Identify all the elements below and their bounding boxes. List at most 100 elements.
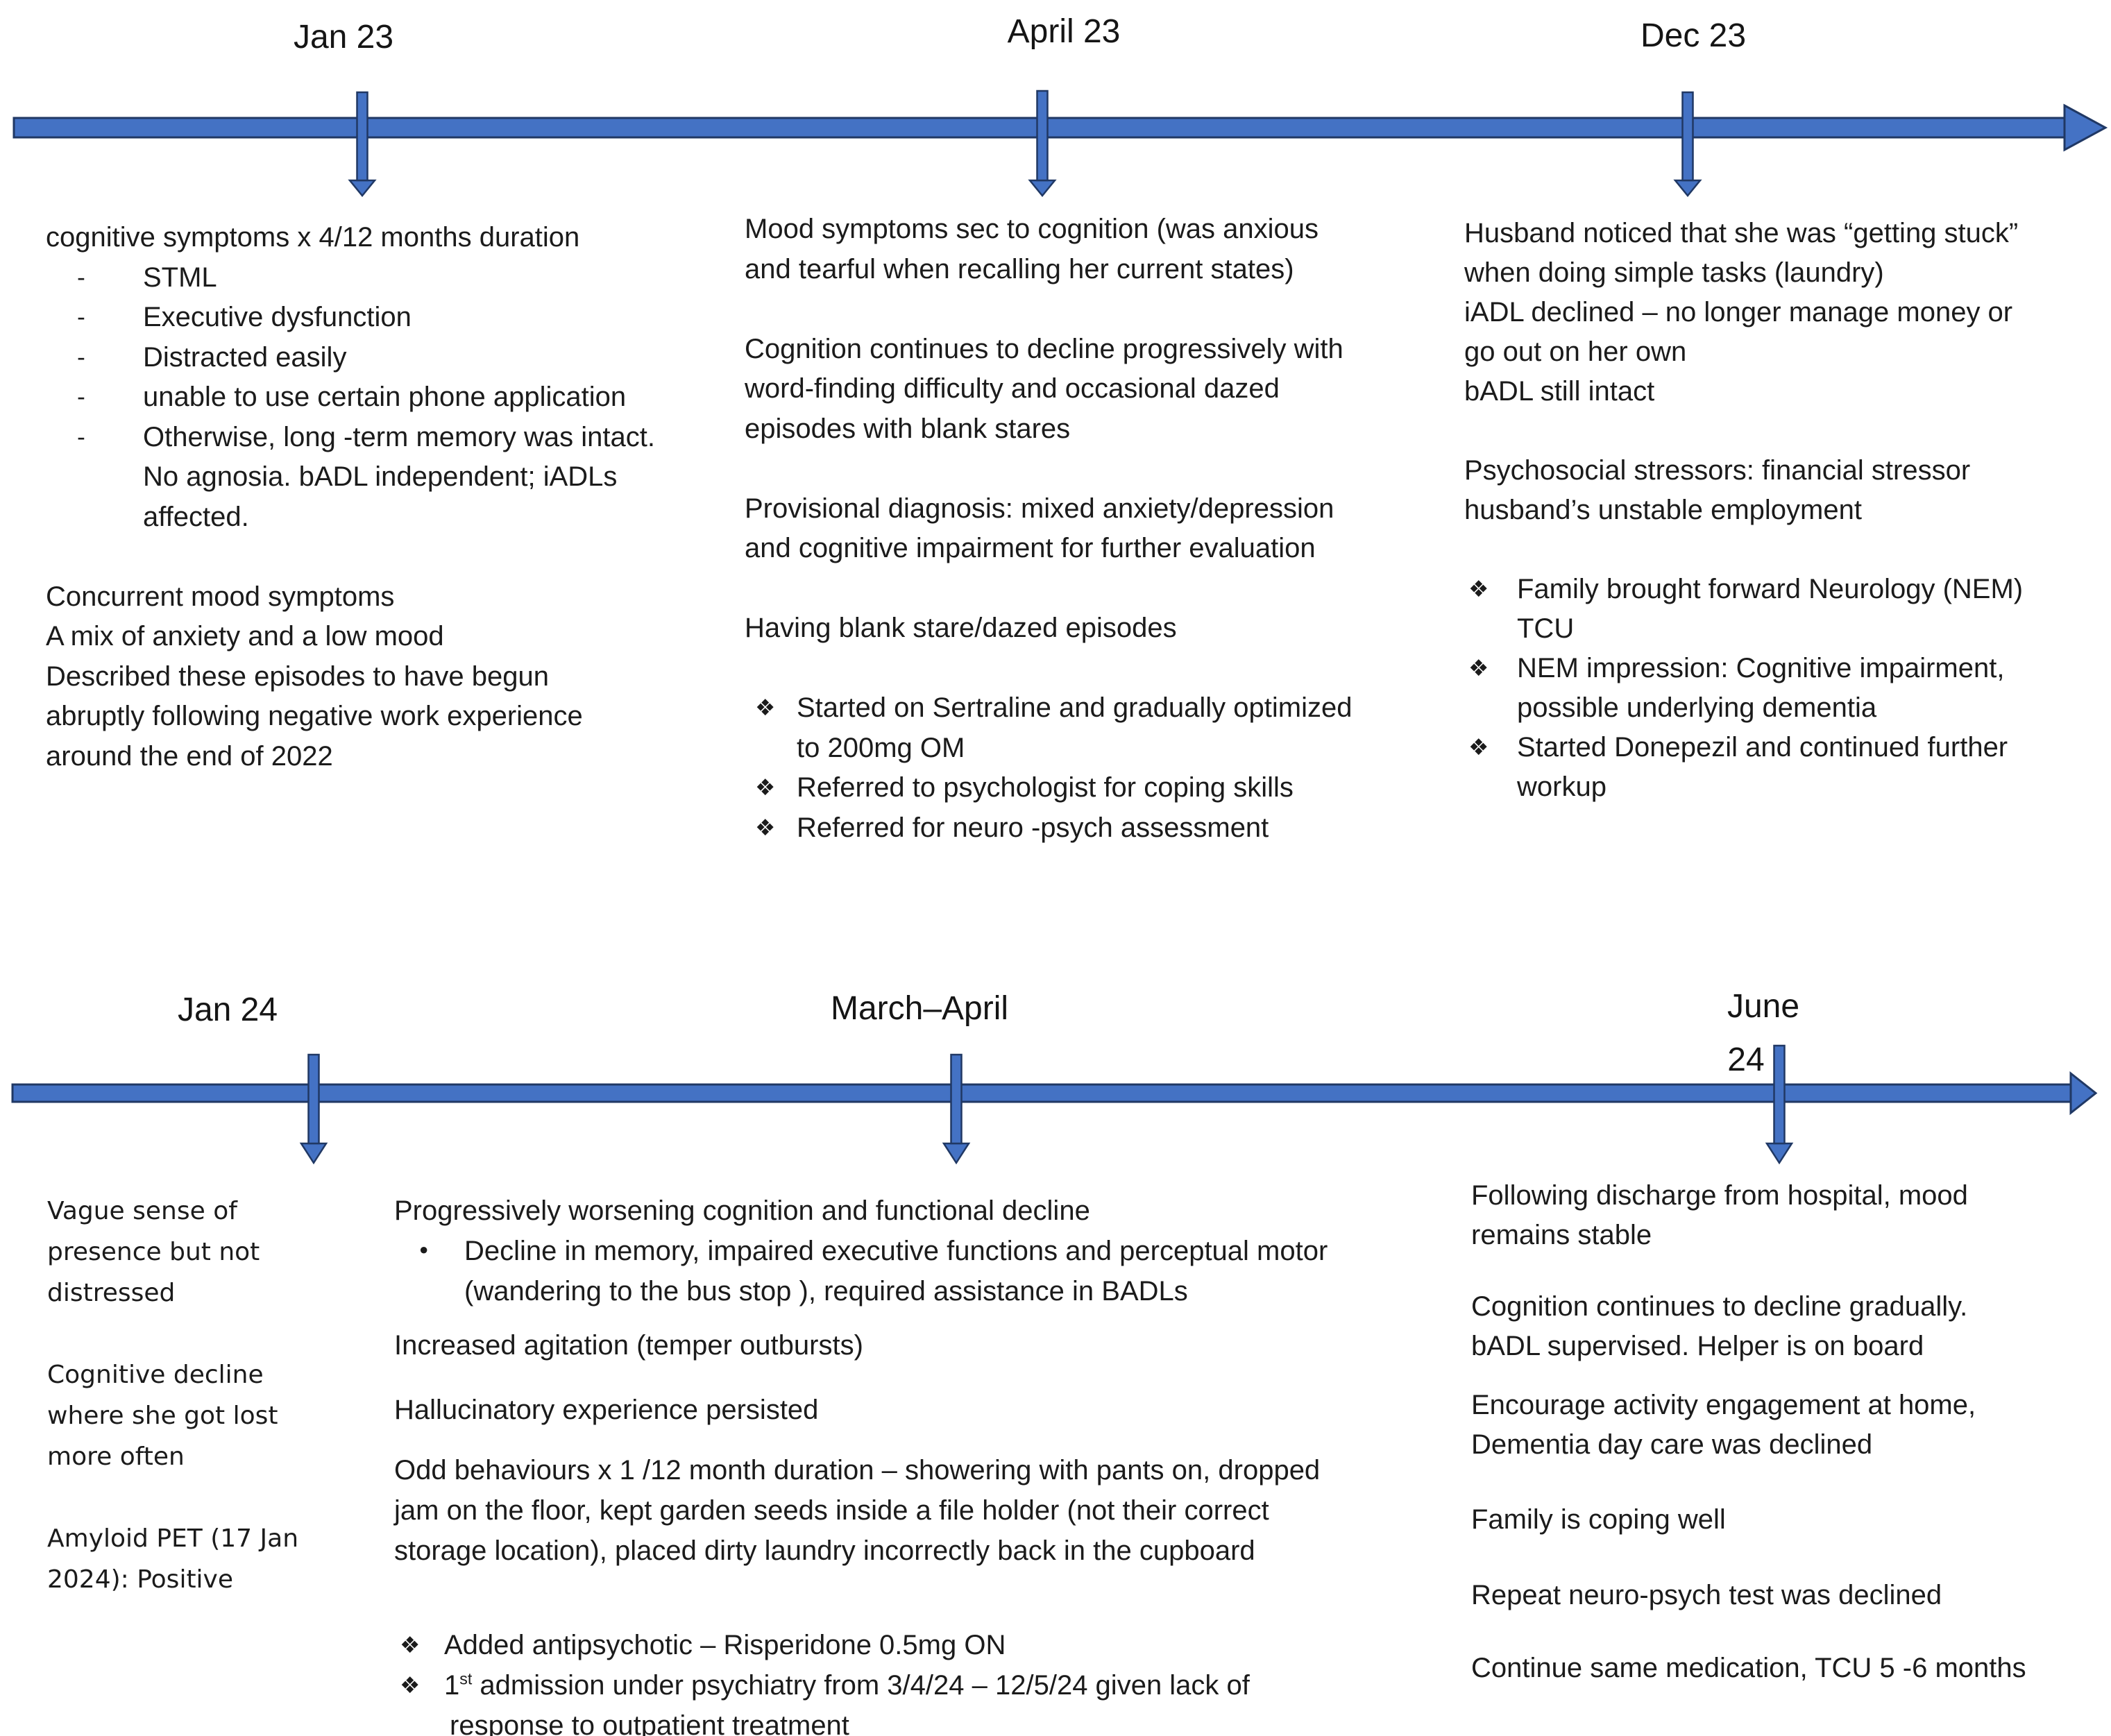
spacer-line [745,449,1352,489]
text-line-content: Cognition continues to decline gradually… [1471,1291,1968,1322]
text-line-content: Added antipsychotic – Risperidone 0.5mg … [444,1630,1006,1661]
text-line-content: iADL declined – no longer manage money o… [1464,297,2013,327]
tick-stem [1036,90,1049,182]
spacer-line [47,1313,298,1354]
text-line: ❖ Referred for neuro -psych assessment [745,808,1352,849]
text-line-content: (wandering to the bus stop ), required a… [464,1276,1188,1307]
text-line: storage location), placed dirty laundry … [394,1531,1328,1571]
spacer-line [394,1571,1328,1625]
text-line: cognitive symptoms x 4/12 months duratio… [46,218,655,258]
tick-marker-jan-24 [299,1053,328,1165]
timeline-date-label: June [1727,988,1800,1025]
text-line-content: Vague sense of [47,1197,237,1225]
timeline-date-label: Jan 23 [293,19,394,56]
text-line-content: Husband noticed that she was “getting st… [1464,218,2019,248]
tick-arrowhead-icon [1765,1142,1794,1165]
text-line: Cognition continues to decline progressi… [745,330,1352,370]
tick-stem [356,91,368,182]
text-line-content: Distracted easily [143,341,347,373]
spacer-line [1471,1615,2026,1649]
text-line: Following discharge from hospital, mood [1471,1176,2026,1216]
text-line: response to outpatient treatment [394,1705,1328,1736]
text-line: No agnosia. bADL independent; iADLs [46,457,655,497]
tick-stem [307,1053,320,1145]
text-line: ❖1st admission under psychiatry from 3/4… [394,1665,1328,1705]
text-line: remains stable [1471,1216,2026,1255]
text-line-content: unable to use certain phone application [143,382,627,412]
text-line-content: affected. [143,501,249,532]
text-line: Described these episodes to have begun [46,657,655,697]
timeline-date-label: April 23 [1007,13,1121,50]
bullet-icon: - [77,343,85,371]
tick-marker-april-23 [1028,90,1057,197]
text-line-content: bADL supervised. Helper is on board [1471,1330,1924,1361]
text-line-content: STML [143,262,217,293]
spacer-line [1464,530,2023,570]
text-line: around the end of 2022 [46,737,655,777]
text-line-content: Referred for neuro -psych assessment [797,812,1269,843]
text-line: A mix of anxiety and a low mood [46,617,655,657]
timeline-2023 [12,90,2108,197]
bullet-icon: ❖ [1468,734,1489,760]
bullet-icon: - [77,423,85,450]
text-line-content: Following discharge from hospital, mood [1471,1180,1968,1211]
text-line: Vague sense of [47,1191,298,1232]
superscript-text: st [459,1670,473,1689]
text-line: to 200mg OM [745,729,1352,769]
tick-arrowhead-icon [299,1142,328,1165]
text-line: Amyloid PET (17 Jan [47,1518,298,1559]
timeline-date-label: March–April [830,990,1009,1027]
text-line: ❖Added antipsychotic – Risperidone 0.5mg… [394,1625,1328,1665]
text-line: Concurrent mood symptoms [46,577,655,618]
tick-marker-june-24 [1765,1044,1794,1165]
text-line-content: Decline in memory, impaired executive fu… [464,1236,1328,1266]
text-line: iADL declined – no longer manage money o… [1464,293,2023,332]
text-line: possible underlying dementia [1464,688,2023,728]
text-line: workup [1464,767,2023,807]
tick-marker-march-april [942,1053,971,1165]
text-line-content: word-finding difficulty and occasional d… [745,373,1280,404]
text-line-content: 1st admission under psychiatry from 3/4/… [394,1665,1250,1705]
text-line: Dementia day care was declined [1471,1425,2026,1465]
text-line: Family is coping well [1471,1500,2026,1540]
text-line-content: cognitive symptoms x 4/12 months duratio… [46,222,580,253]
text-line: Provisional diagnosis: mixed anxiety/dep… [745,489,1352,529]
text-line: Encourage activity engagement at home, [1471,1386,2026,1425]
text-line-content: Hallucinatory experience persisted [394,1395,819,1426]
spacer-line [46,537,655,577]
text-line: -Executive dysfunction [46,298,655,338]
text-line: jam on the floor, kept garden seeds insi… [394,1490,1328,1531]
text-line-content: Odd behaviours x 1 /12 month duration – … [394,1455,1321,1486]
text-line-content: Cognition continues to decline progressi… [745,333,1343,364]
bullet-icon: ❖ [755,814,776,841]
timeline-date-label: Dec 23 [1640,17,1747,54]
text-line-content: Started on Sertraline and gradually opti… [797,692,1353,723]
text-line-content: Progressively worsening cognition and fu… [394,1195,1090,1226]
text-line: - Distracted easily [46,338,655,378]
text-line: ❖Referred to psychologist for coping ski… [745,768,1352,808]
bullet-icon: - [77,264,85,291]
spacer-line [1471,1540,2026,1575]
timeline-arrowhead-icon [2069,1071,2098,1116]
spacer-line [745,649,1352,689]
text-line: Continue same medication, TCU 5 -6 month… [1471,1649,2026,1688]
spacer-line [394,1365,1328,1390]
text-line: Progressively worsening cognition and fu… [394,1191,1328,1231]
tick-stem [1773,1044,1786,1145]
text-line: affected. [46,497,655,538]
text-line: -unable to use certain phone application [46,377,655,418]
tick-arrowhead-icon [942,1142,971,1165]
text-line: Having blank stare/dazed episodes [745,609,1352,649]
text-line: Hallucinatory experience persisted [394,1390,1328,1430]
text-line-content: husband’s unstable employment [1464,495,1862,525]
bullet-icon: ❖ [755,695,776,721]
tick-marker-jan-23 [348,91,377,197]
spacer-line [394,1430,1328,1450]
event-column-june-24: Following discharge from hospital, mood r… [1471,1176,2026,1688]
text-line: Husband noticed that she was “getting st… [1464,214,2023,253]
text-line: where she got lost [47,1395,298,1436]
text-line: ❖ Started on Sertraline and gradually opt… [745,688,1352,729]
text-line-content: Executive dysfunction [143,302,412,332]
